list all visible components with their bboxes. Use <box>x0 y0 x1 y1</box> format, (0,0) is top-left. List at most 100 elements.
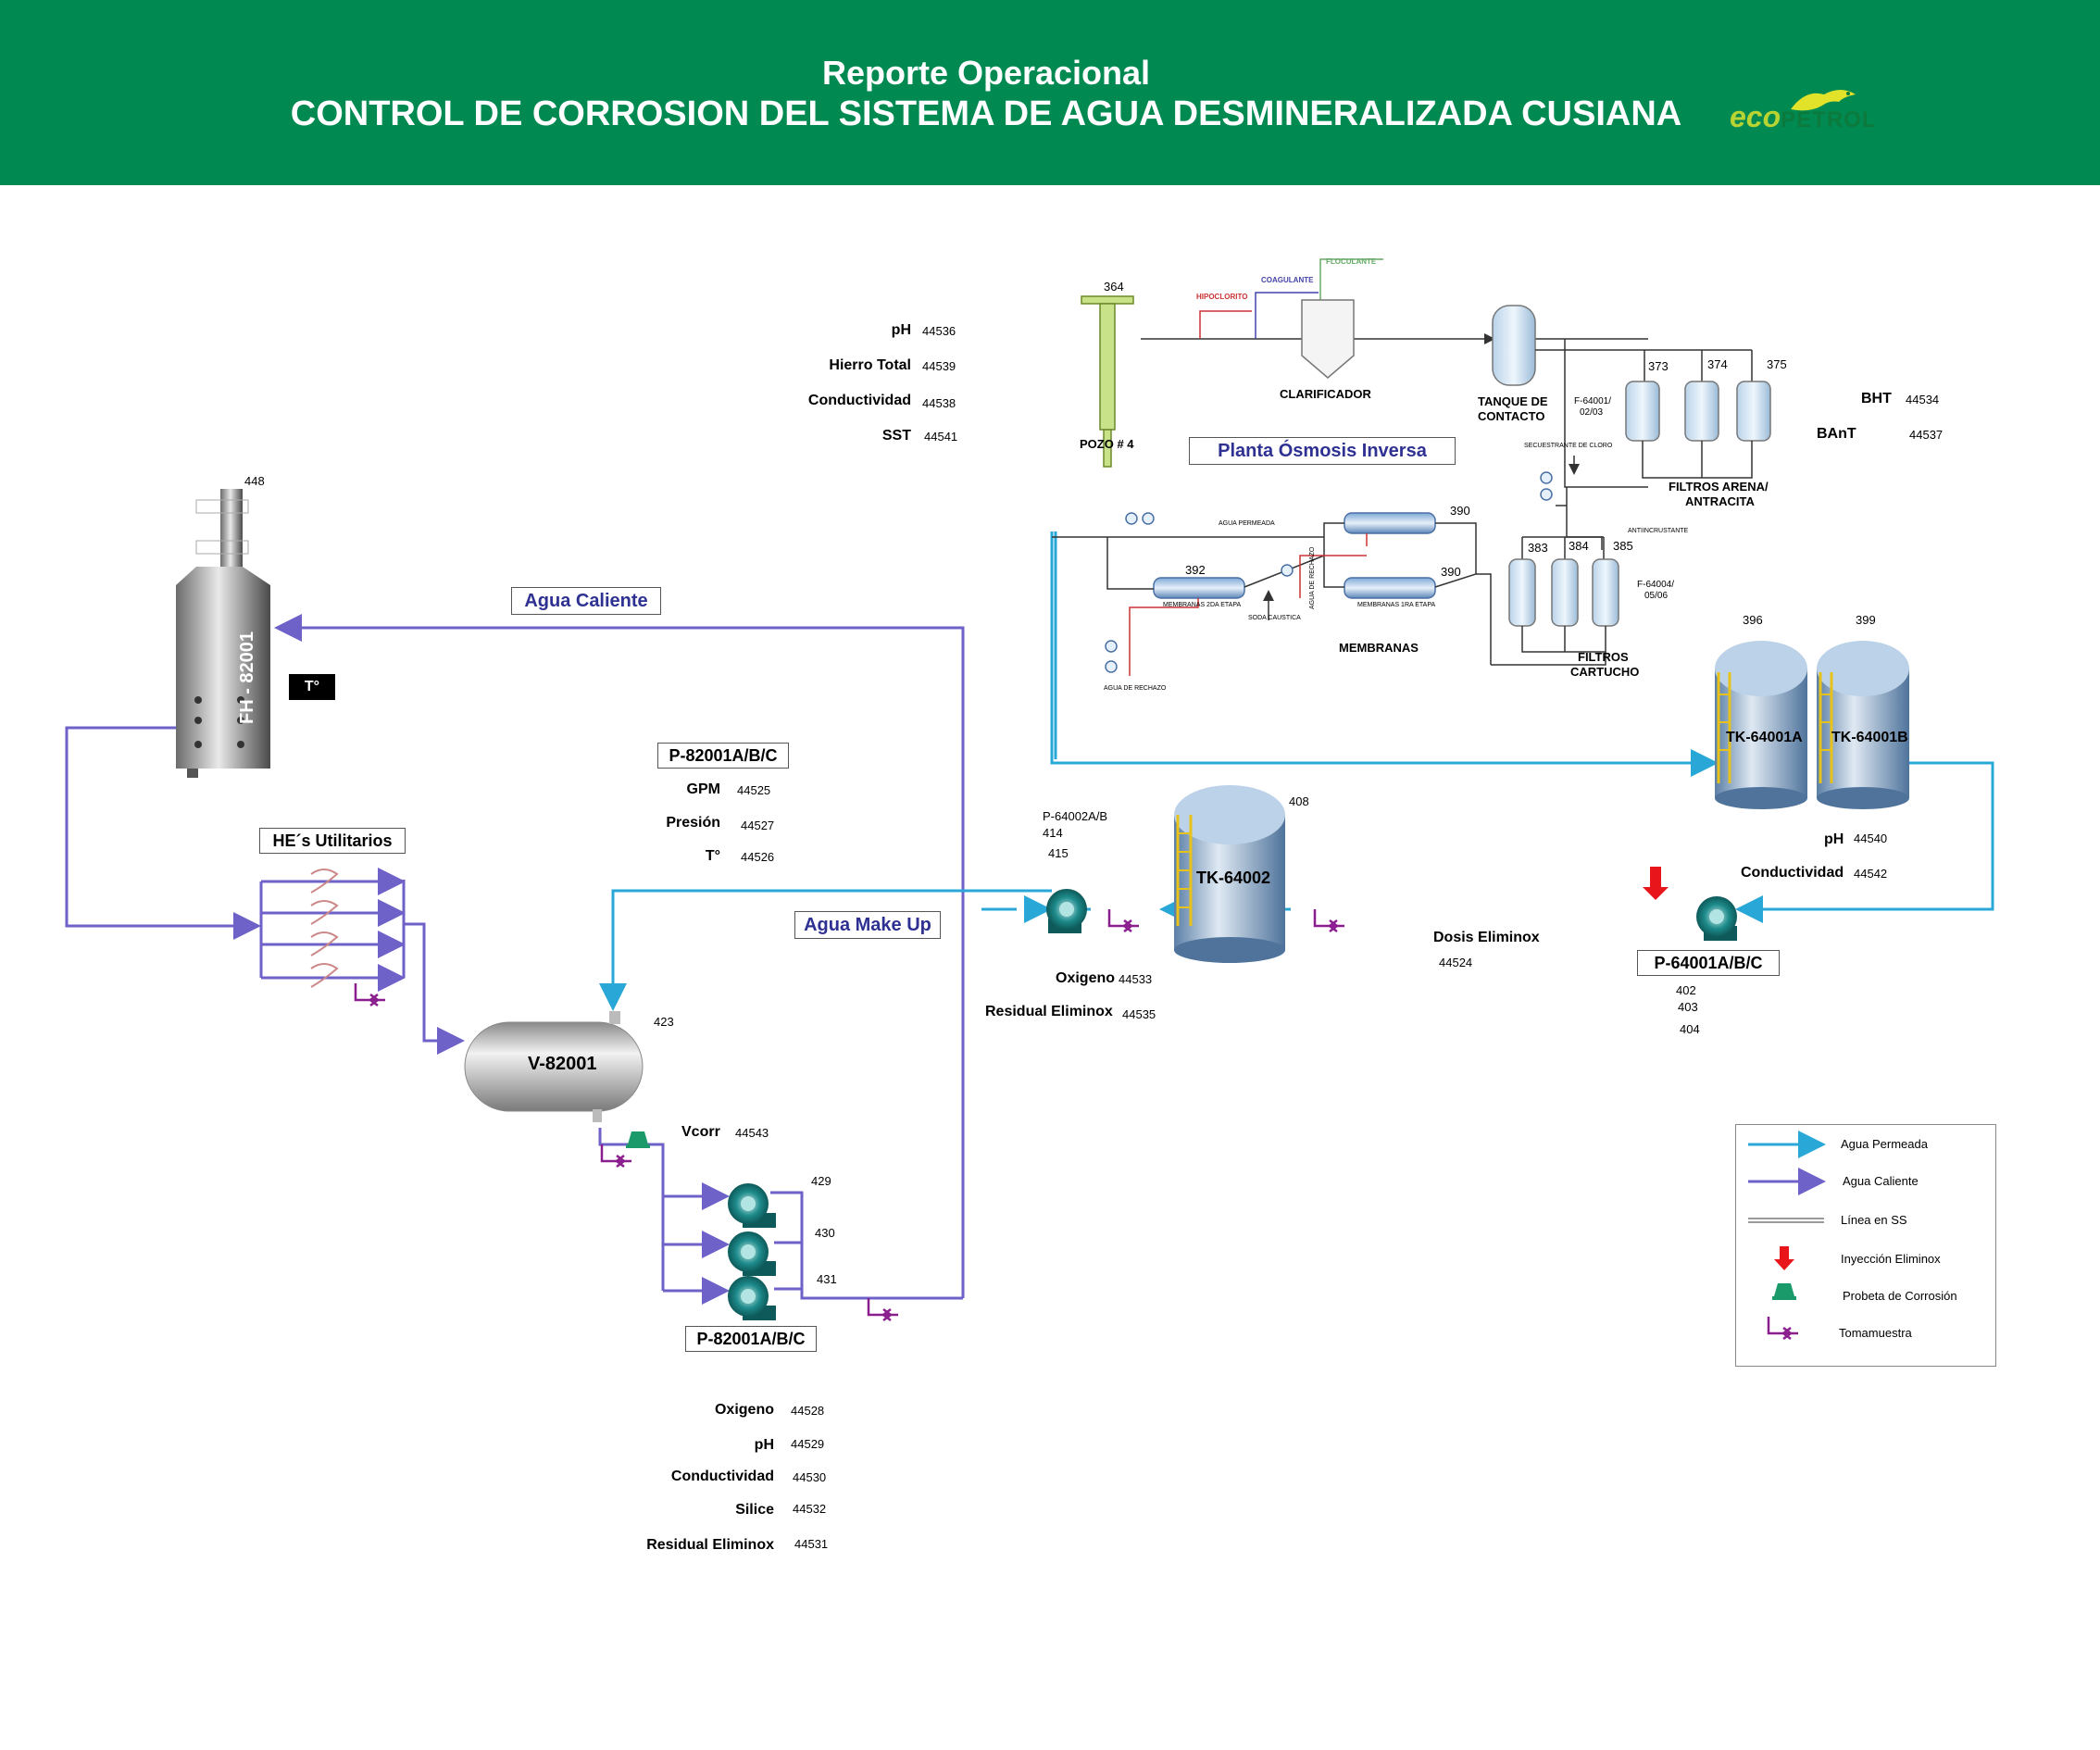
iguana-icon <box>1791 90 1856 111</box>
conductividad-tag: 44538 <box>922 396 956 410</box>
legend-agua-caliente: Agua Caliente <box>1843 1174 1919 1188</box>
bant-label: BAnT <box>1817 426 1856 442</box>
oxigeno-label: Oxigeno <box>714 1402 774 1418</box>
p82001-pumps-title: P-82001A/B/C <box>685 1326 817 1352</box>
tk64001-ph-label: pH <box>1824 831 1844 847</box>
ecopetrol-logo: ecoPETROL <box>1730 100 1877 133</box>
tk64001-ph-tag: 44540 <box>1854 831 1888 845</box>
legend-agua-permeada: Agua Permeada <box>1841 1137 1928 1151</box>
membranas-label: MEMBRANAS <box>1339 641 1419 655</box>
p64002-residual-tag: 44535 <box>1122 1007 1156 1021</box>
legend-probeta: Probeta de Corrosión <box>1843 1289 1957 1303</box>
filtros-cartucho-label-1: FILTROS <box>1578 650 1629 664</box>
sample-point-icons <box>354 909 1344 1321</box>
secuestrante-label: SECUESTRANTE DE CLORO <box>1524 443 1613 449</box>
v-82001-id: 423 <box>654 1015 674 1029</box>
tk64001-cond-tag: 44542 <box>1854 867 1888 881</box>
temp-tag: 44526 <box>741 850 775 864</box>
v-82001-label: V-82001 <box>528 1054 597 1074</box>
p64001-id-404: 404 <box>1680 1022 1700 1036</box>
p64002-oxigeno-tag: 44533 <box>1119 972 1153 986</box>
p64001-id-402: 402 <box>1676 983 1696 997</box>
tk-64001-tanks <box>1715 641 1909 809</box>
vcorr-label: Vcorr <box>681 1124 720 1140</box>
report-subtitle: CONTROL DE CORROSION DEL SISTEMA DE AGUA… <box>290 94 1682 133</box>
clarificador-label: CLARIFICADOR <box>1280 387 1371 401</box>
silice-label: Silice <box>735 1502 774 1518</box>
legend-linea-ss: Línea en SS <box>1841 1213 1907 1227</box>
tk-64002-tank <box>1174 785 1285 963</box>
p82001-params-title: P-82001A/B/C <box>657 743 789 769</box>
p64001-id-403: 403 <box>1678 1000 1698 1014</box>
planta-osmosis-title: Planta Ósmosis Inversa <box>1189 437 1456 465</box>
bant-tag: 44537 <box>1909 428 1944 442</box>
tanque-contacto-label-2: CONTACTO <box>1478 409 1545 423</box>
temp-label: T° <box>705 848 720 864</box>
legend-tomamuestra: Tomamuestra <box>1839 1326 1912 1340</box>
cartucho-id-384: 384 <box>1569 539 1589 553</box>
he-utilitarios-label: HE´s Utilitarios <box>259 828 406 854</box>
pump-id-429: 429 <box>811 1174 831 1188</box>
pretreatment-section <box>1052 258 1771 676</box>
ph-bottom-label: pH <box>754 1437 774 1453</box>
ph-bottom-tag: 44529 <box>791 1437 825 1451</box>
gpm-tag: 44525 <box>737 783 771 797</box>
tanque-contacto-label-1: TANQUE DE <box>1478 394 1548 408</box>
filtros-arena-label-1: FILTROS ARENA/ <box>1669 480 1769 494</box>
p64002-residual-label: Residual Eliminox <box>985 1004 1113 1019</box>
p64002-id-414: 414 <box>1043 826 1063 840</box>
pozo-id: 364 <box>1104 280 1124 294</box>
f64004-label-1: F-64004/ <box>1637 580 1675 590</box>
hipoclorito-label: HIPOCLORITO <box>1196 293 1248 301</box>
hierro-tag: 44539 <box>922 359 956 373</box>
agua-permeada-small-label: AGUA PERMEADA <box>1219 520 1275 527</box>
membrane-id-390-top: 390 <box>1450 504 1470 518</box>
agua-caliente-lines <box>65 614 965 1305</box>
residual-eliminox-tag: 44531 <box>794 1537 829 1551</box>
membranas-1ra-label: MEMBRANAS 1RA ETAPA <box>1357 602 1436 608</box>
fh-id: 448 <box>244 474 265 488</box>
agua-makeup-label: Agua Make Up <box>794 911 941 939</box>
tk64001a-id: 396 <box>1743 613 1763 627</box>
f64001-label-2: 02/03 <box>1580 407 1604 418</box>
agua-rechazo-label: AGUA DE RECHAZO <box>1104 685 1167 692</box>
fh-82001-furnace <box>176 489 270 778</box>
cartucho-id-383: 383 <box>1528 541 1548 555</box>
cartucho-id-385: 385 <box>1613 539 1633 553</box>
f64001-label-1: F-64001/ <box>1574 396 1612 406</box>
presion-label: Presión <box>666 815 720 831</box>
filter-id-373: 373 <box>1648 359 1669 373</box>
pump-id-431: 431 <box>817 1272 837 1286</box>
fh-temp-label: T° <box>289 674 335 700</box>
legend-inyeccion: Inyección Eliminox <box>1841 1252 1941 1266</box>
oxigeno-tag: 44528 <box>791 1404 825 1418</box>
antiincrustante-label: ANTIINCRUSTANTE <box>1628 528 1689 534</box>
membrane-id-390-mid: 390 <box>1441 565 1461 579</box>
tk64002-id: 408 <box>1289 794 1309 808</box>
dosis-eliminox-label: Dosis Eliminox <box>1433 930 1540 945</box>
corrosion-probe-icon <box>626 1131 650 1148</box>
coagulante-label: COAGULANTE <box>1261 276 1314 284</box>
p64001-title: P-64001A/B/C <box>1637 950 1780 976</box>
presion-tag: 44527 <box>741 819 775 832</box>
f64004-label-2: 05/06 <box>1644 591 1669 601</box>
bht-label: BHT <box>1861 391 1892 406</box>
vcorr-tag: 44543 <box>735 1126 769 1140</box>
filter-id-374: 374 <box>1707 357 1728 371</box>
fh-82001-label: FH - 82001 <box>237 631 257 724</box>
gauge-icons <box>1105 471 1553 673</box>
eliminox-injection-icon <box>1643 867 1669 900</box>
tk64001-cond-label: Conductividad <box>1741 865 1844 881</box>
silice-tag: 44532 <box>793 1502 827 1516</box>
conductividad-bottom-tag: 44530 <box>793 1470 827 1484</box>
legend-panel <box>1735 1124 1996 1367</box>
agua-rechazo-vertical-label: AGUA DE RECHAZO <box>1309 546 1316 609</box>
dosis-eliminox-tag: 44524 <box>1439 956 1473 969</box>
filtros-cartucho-label-2: CARTUCHO <box>1570 665 1640 679</box>
gpm-label: GPM <box>686 781 720 797</box>
p64002-id-415: 415 <box>1048 846 1069 860</box>
legend-icons <box>1748 1131 1826 1340</box>
conductividad-bottom-label: Conductividad <box>670 1469 774 1484</box>
floculante-label: FLOCULANTE <box>1326 257 1377 266</box>
